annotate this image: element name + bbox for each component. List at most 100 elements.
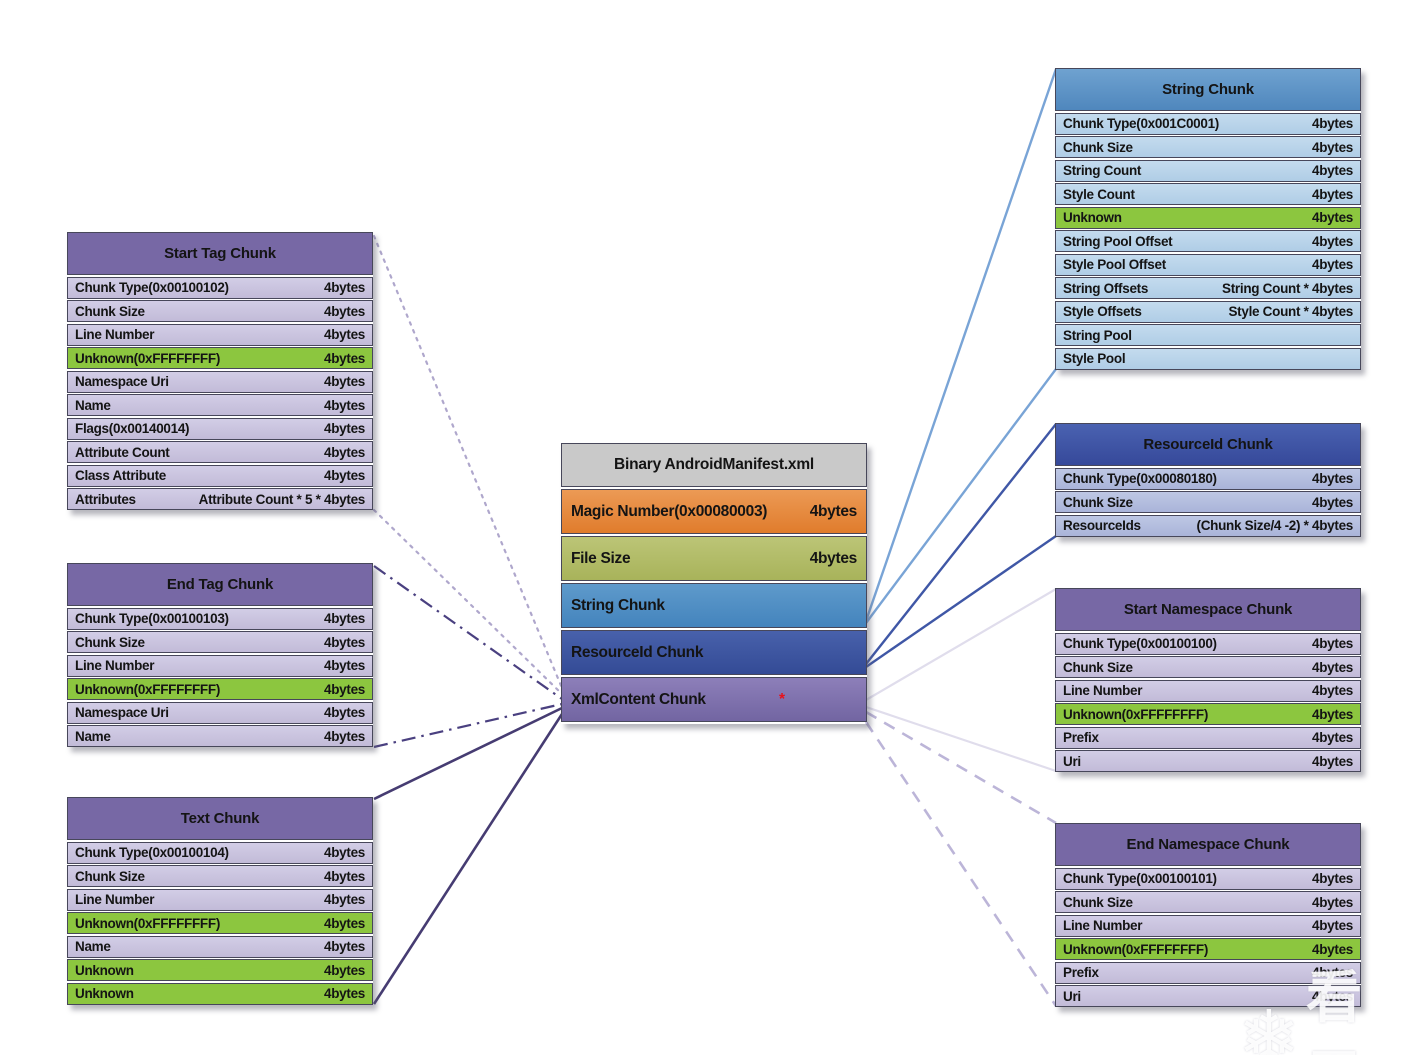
field-name: File Size — [571, 549, 631, 567]
field-size: 4bytes — [324, 468, 365, 483]
start-tag-chunk-row-0: Chunk Type(0x00100102) 4bytes — [67, 276, 373, 299]
start-namespace-chunk-row-3: Unknown(0xFFFFFFFF)4bytes — [1055, 703, 1361, 725]
field-name: Chunk Type(0x00100101) — [1063, 871, 1217, 886]
field-name: Uri — [1063, 753, 1081, 769]
field-name: Flags(0x00140014) — [75, 421, 190, 436]
field-name: Class Attribute — [75, 468, 167, 483]
start-namespace-chunk-title: Start Namespace Chunk — [1055, 588, 1361, 631]
connector-resourceid-top — [865, 423, 1057, 665]
connector-text-top — [373, 706, 563, 801]
field-size: 4bytes — [1312, 163, 1353, 178]
field-size: 4bytes — [809, 549, 858, 567]
connector-endns-bottom — [864, 721, 1058, 1007]
start-namespace-chunk-row-5: Uri 4bytes — [1055, 750, 1361, 772]
binary-androidmanifest-title: Binary AndroidManifest.xml — [561, 443, 867, 487]
field-size: 4bytes — [324, 634, 365, 650]
field-size: 4bytes — [809, 502, 858, 520]
connector-starttag-top — [372, 234, 564, 690]
field-name: XmlContent Chunk — [571, 690, 706, 708]
end-tag-chunk-row-3: Unknown(0xFFFFFFFF)4bytes — [67, 678, 373, 700]
field-name: String Chunk — [571, 596, 665, 614]
center-row-0: Magic Number(0x00080003)4bytes — [561, 489, 867, 534]
field-name: Chunk Type(0x00100103) — [75, 611, 229, 626]
field-size: 4bytes — [324, 658, 365, 673]
field-size: 4bytes — [1312, 965, 1353, 980]
connector-endns-top — [865, 710, 1057, 825]
field-name: Chunk Type(0x00100102) — [75, 280, 229, 295]
field-name: Uri — [1063, 988, 1081, 1004]
field-name: Namespace Uri — [75, 705, 169, 720]
field-name: Line Number — [1063, 683, 1143, 698]
field-size: Attribute Count * 5 * 4bytes — [198, 491, 366, 507]
field-name: Unknown(0xFFFFFFFF) — [1063, 941, 1209, 957]
field-size: 4bytes — [1312, 471, 1353, 486]
field-size: 4bytes — [324, 280, 365, 295]
connector-string-top — [864, 68, 1058, 622]
field-size: 4bytes — [324, 986, 365, 1001]
field-size: 4bytes — [324, 397, 365, 413]
field-size: 4bytes — [1312, 186, 1353, 202]
field-name: String Pool — [1063, 327, 1132, 343]
start-tag-chunk-title: Start Tag Chunk — [67, 232, 373, 275]
field-size: (Chunk Size/4 -2) * 4bytes — [1196, 518, 1354, 533]
field-name: Line Number — [1063, 918, 1143, 933]
field-size: 4bytes — [1312, 918, 1353, 933]
field-size: 4bytes — [324, 868, 365, 884]
field-name: Style Pool — [1063, 351, 1126, 366]
field-name: Unknown(0xFFFFFFFF) — [75, 915, 221, 931]
field-name: Chunk Size — [75, 868, 145, 884]
field-size: Style Count * 4bytes — [1228, 304, 1353, 319]
field-name: Style Pool Offset — [1063, 257, 1166, 272]
field-name: Unknown — [1063, 210, 1122, 225]
text-chunk-title: Text Chunk — [67, 797, 373, 840]
end-namespace-chunk-row-0: Chunk Type(0x00100101)4bytes — [1055, 867, 1361, 890]
field-size: 4bytes — [1312, 139, 1353, 155]
field-size: 4bytes — [324, 611, 365, 626]
start-tag-chunk-row-1: Chunk Size 4bytes — [67, 300, 373, 322]
field-size: 4bytes — [324, 915, 365, 931]
required-asterisk: * — [778, 690, 785, 708]
end-tag-chunk-row-0: Chunk Type(0x00100103) 4bytes — [67, 607, 373, 630]
connector-starttag-bottom — [372, 508, 564, 696]
field-name: Chunk Type(0x00100104) — [75, 845, 229, 860]
field-name: Unknown(0xFFFFFFFF) — [75, 350, 221, 366]
resourceid-chunk-row-2: ResourceIds(Chunk Size/4 -2) * 4bytes — [1055, 514, 1361, 537]
field-name: Prefix — [1063, 730, 1099, 745]
field-size: 4bytes — [324, 681, 365, 697]
field-size: 4bytes — [1312, 636, 1353, 651]
center-row-1: File Size 4bytes — [561, 536, 867, 581]
field-size: 4bytes — [1312, 753, 1353, 769]
field-name: Namespace Uri — [75, 374, 169, 389]
field-size: 4bytes — [324, 303, 365, 319]
field-name: Chunk Type(0x001C0001) — [1063, 116, 1219, 131]
center-row-2: String Chunk — [561, 583, 867, 628]
field-name: Chunk Size — [75, 303, 145, 319]
field-size: 4bytes — [1312, 116, 1353, 131]
field-name: String Offsets — [1063, 280, 1149, 296]
string-chunk-row-10: Style Pool — [1055, 347, 1361, 370]
field-name: Name — [75, 939, 111, 954]
field-name: Chunk Type(0x00080180) — [1063, 471, 1217, 486]
field-size: 4bytes — [324, 845, 365, 860]
